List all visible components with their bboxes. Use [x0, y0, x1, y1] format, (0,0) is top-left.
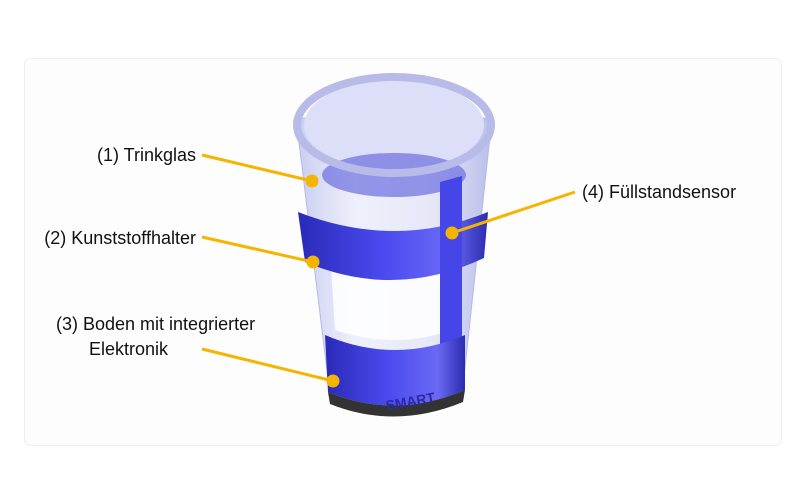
label-plastic-holder: (2) Kunststoffhalter — [44, 228, 196, 248]
label-level-sensor: (4) Füllstandsensor — [582, 182, 737, 202]
label-base-electronics-line2: Elektronik — [89, 339, 169, 359]
callout-line-4 — [451, 190, 576, 235]
base-ring — [325, 335, 465, 406]
label-base-electronics: (3) Boden mit integrierter — [56, 314, 256, 334]
callout-dot-2 — [306, 255, 320, 269]
callout-line-2 — [201, 235, 314, 264]
callout-dot-3 — [326, 374, 340, 388]
label-drinking-glass: (1) Trinkglas — [96, 145, 196, 165]
callout-line-1 — [201, 153, 313, 183]
callout-line-3 — [201, 347, 334, 383]
base-bottom — [328, 390, 465, 417]
glass-rim — [293, 73, 495, 177]
callout-dot-4 — [445, 226, 459, 240]
callout-dot-1 — [305, 174, 319, 188]
glass-inner — [304, 80, 484, 170]
